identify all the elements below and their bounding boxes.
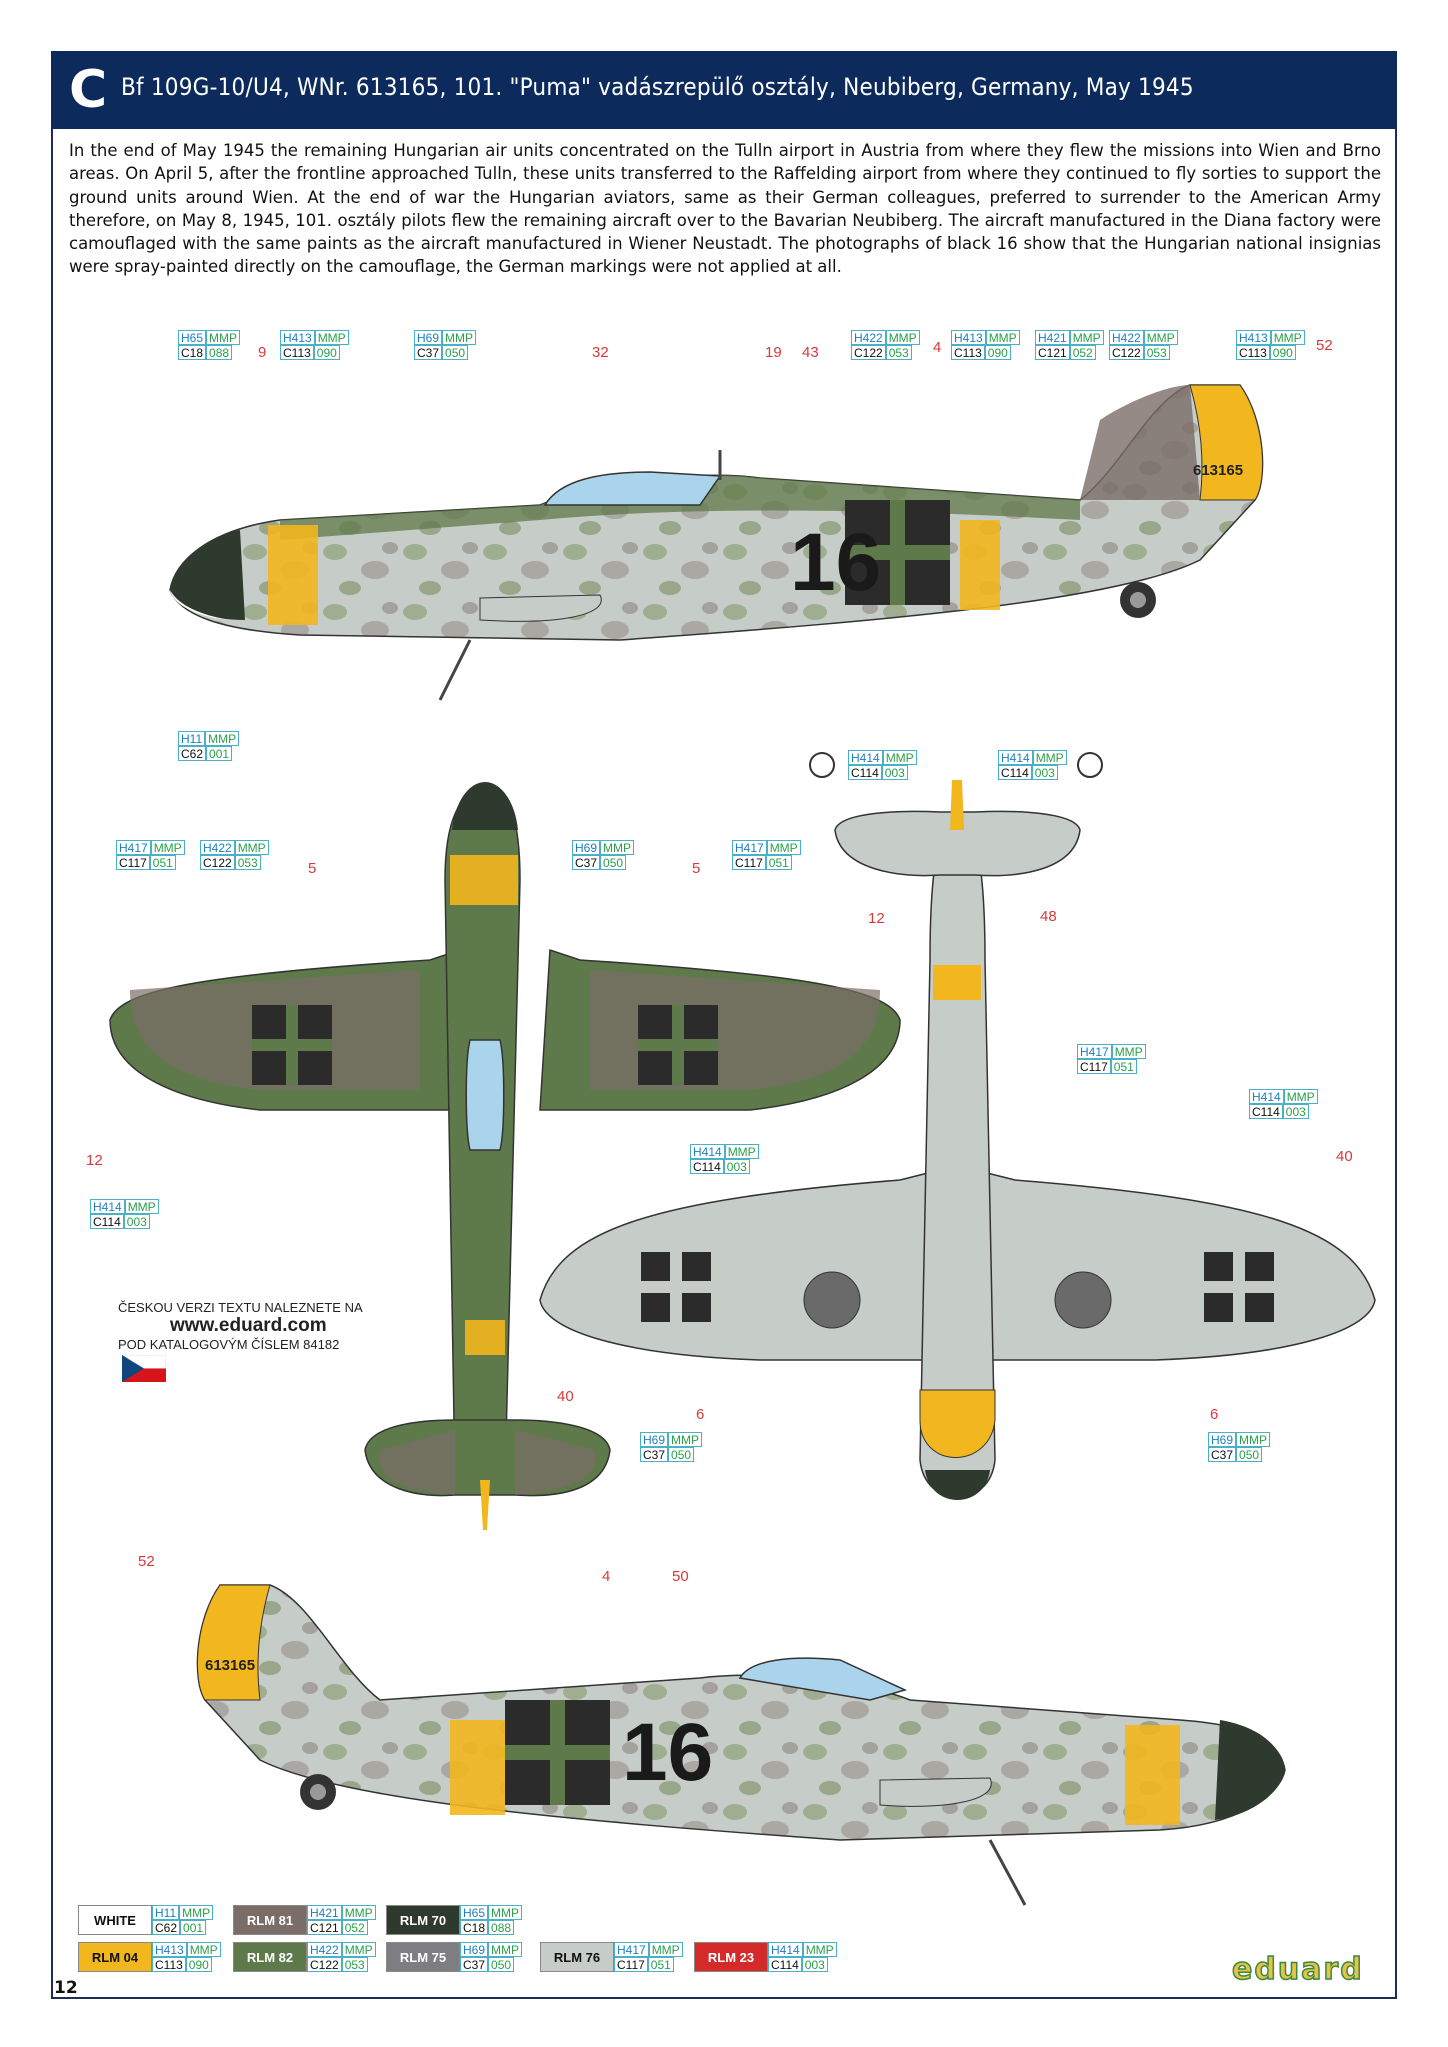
profile-header: C Bf 109G-10/U4, WNr. 613165, 101. "Puma… xyxy=(51,51,1397,129)
arrow-icon-right xyxy=(1077,752,1103,778)
stencil-number: 4 xyxy=(933,339,942,356)
czech-note-line3: POD KATALOGOVÝM ČÍSLEM 84182 xyxy=(118,1337,340,1352)
stencil-number: 48 xyxy=(1040,908,1057,925)
stencil-number: 52 xyxy=(1316,337,1333,354)
stencil-number: 4 xyxy=(602,1568,611,1585)
swatch-name: RLM 82 xyxy=(233,1942,307,1972)
eduard-logo: eduard xyxy=(1231,1951,1364,1988)
history-text: In the end of May 1945 the remaining Hun… xyxy=(69,141,1381,277)
swatch-name: RLM 81 xyxy=(233,1905,307,1935)
tail-werknummer-right: 613165 xyxy=(205,1657,255,1674)
stencil-number: 12 xyxy=(86,1152,103,1169)
stencil-number: 12 xyxy=(868,910,885,927)
arrow-icon-left xyxy=(809,752,835,778)
czech-note-line1: ČESKOU VERZI TEXTU NALEZNETE NA xyxy=(118,1300,363,1315)
swatch-name: RLM 76 xyxy=(540,1942,614,1972)
stencil-number: 40 xyxy=(557,1388,574,1405)
fuselage-number-left: 16 xyxy=(790,517,881,608)
bottom-view xyxy=(539,752,1376,1500)
swatch-name: RLM 75 xyxy=(386,1942,460,1972)
profile-title: Bf 109G-10/U4, WNr. 613165, 101. "Puma" … xyxy=(121,73,1194,101)
stencil-number: 32 xyxy=(592,344,609,361)
top-view xyxy=(109,782,901,1530)
swatch-name: RLM 70 xyxy=(386,1905,460,1935)
czech-flag-icon xyxy=(122,1355,166,1382)
stencil-number: 50 xyxy=(672,1568,689,1585)
tail-werknummer-left: 613165 xyxy=(1193,462,1243,479)
stencil-number: 40 xyxy=(1336,1148,1353,1165)
swatch-name: RLM 04 xyxy=(78,1942,152,1972)
stencil-number: 6 xyxy=(696,1406,705,1423)
stencil-number: 9 xyxy=(258,344,267,361)
page-number: 12 xyxy=(54,1978,78,1998)
side-profile-right: 16 613165 xyxy=(196,1584,1286,1906)
stencil-number: 52 xyxy=(138,1553,155,1570)
stencil-number: 5 xyxy=(308,860,317,877)
stencil-number: 43 xyxy=(802,344,819,361)
czech-note-url[interactable]: www.eduard.com xyxy=(170,1315,327,1336)
czech-version-note: ČESKOU VERZI TEXTU NALEZNETE NA www.edua… xyxy=(118,1300,363,1352)
profile-letter: C xyxy=(69,60,108,120)
stencil-number: 5 xyxy=(692,860,701,877)
fuselage-number-right: 16 xyxy=(622,1707,713,1798)
side-profile-left: 16 613165 xyxy=(169,384,1264,701)
swatch-name: WHITE xyxy=(78,1905,152,1935)
stencil-number: 19 xyxy=(765,344,782,361)
swatch-name: RLM 23 xyxy=(694,1942,768,1972)
stencil-number: 6 xyxy=(1210,1406,1219,1423)
